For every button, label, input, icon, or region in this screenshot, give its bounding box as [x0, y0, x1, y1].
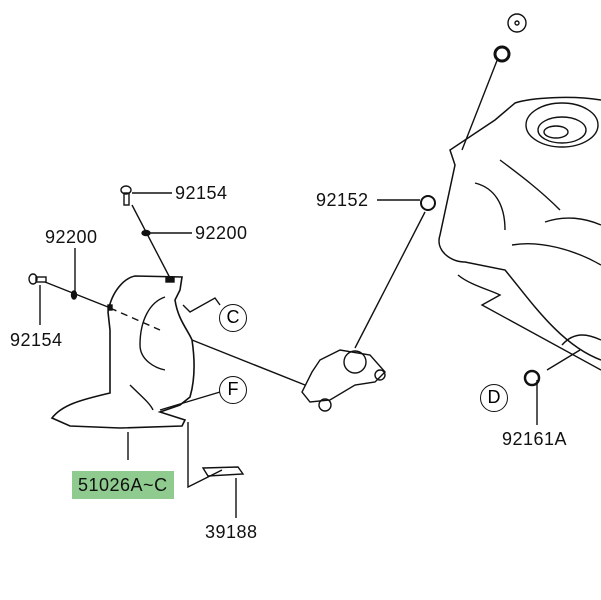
part-number-39188[interactable]: 39188: [205, 522, 258, 542]
part-number-92161A[interactable]: 92161A: [502, 429, 568, 449]
part-number-92200-right[interactable]: 92200: [195, 223, 248, 243]
part-number-92154-top[interactable]: 92154: [175, 183, 228, 203]
reference-marker-f: F: [219, 376, 247, 404]
reference-marker-d: D: [480, 384, 508, 412]
part-number-92154-left[interactable]: 92154: [10, 330, 63, 350]
part-number-92200-left[interactable]: 92200: [45, 227, 98, 247]
part-number-51026-highlighted[interactable]: 51026A~C: [72, 471, 174, 499]
reference-marker-c: C: [219, 304, 247, 332]
part-number-92152[interactable]: 92152: [316, 190, 369, 210]
